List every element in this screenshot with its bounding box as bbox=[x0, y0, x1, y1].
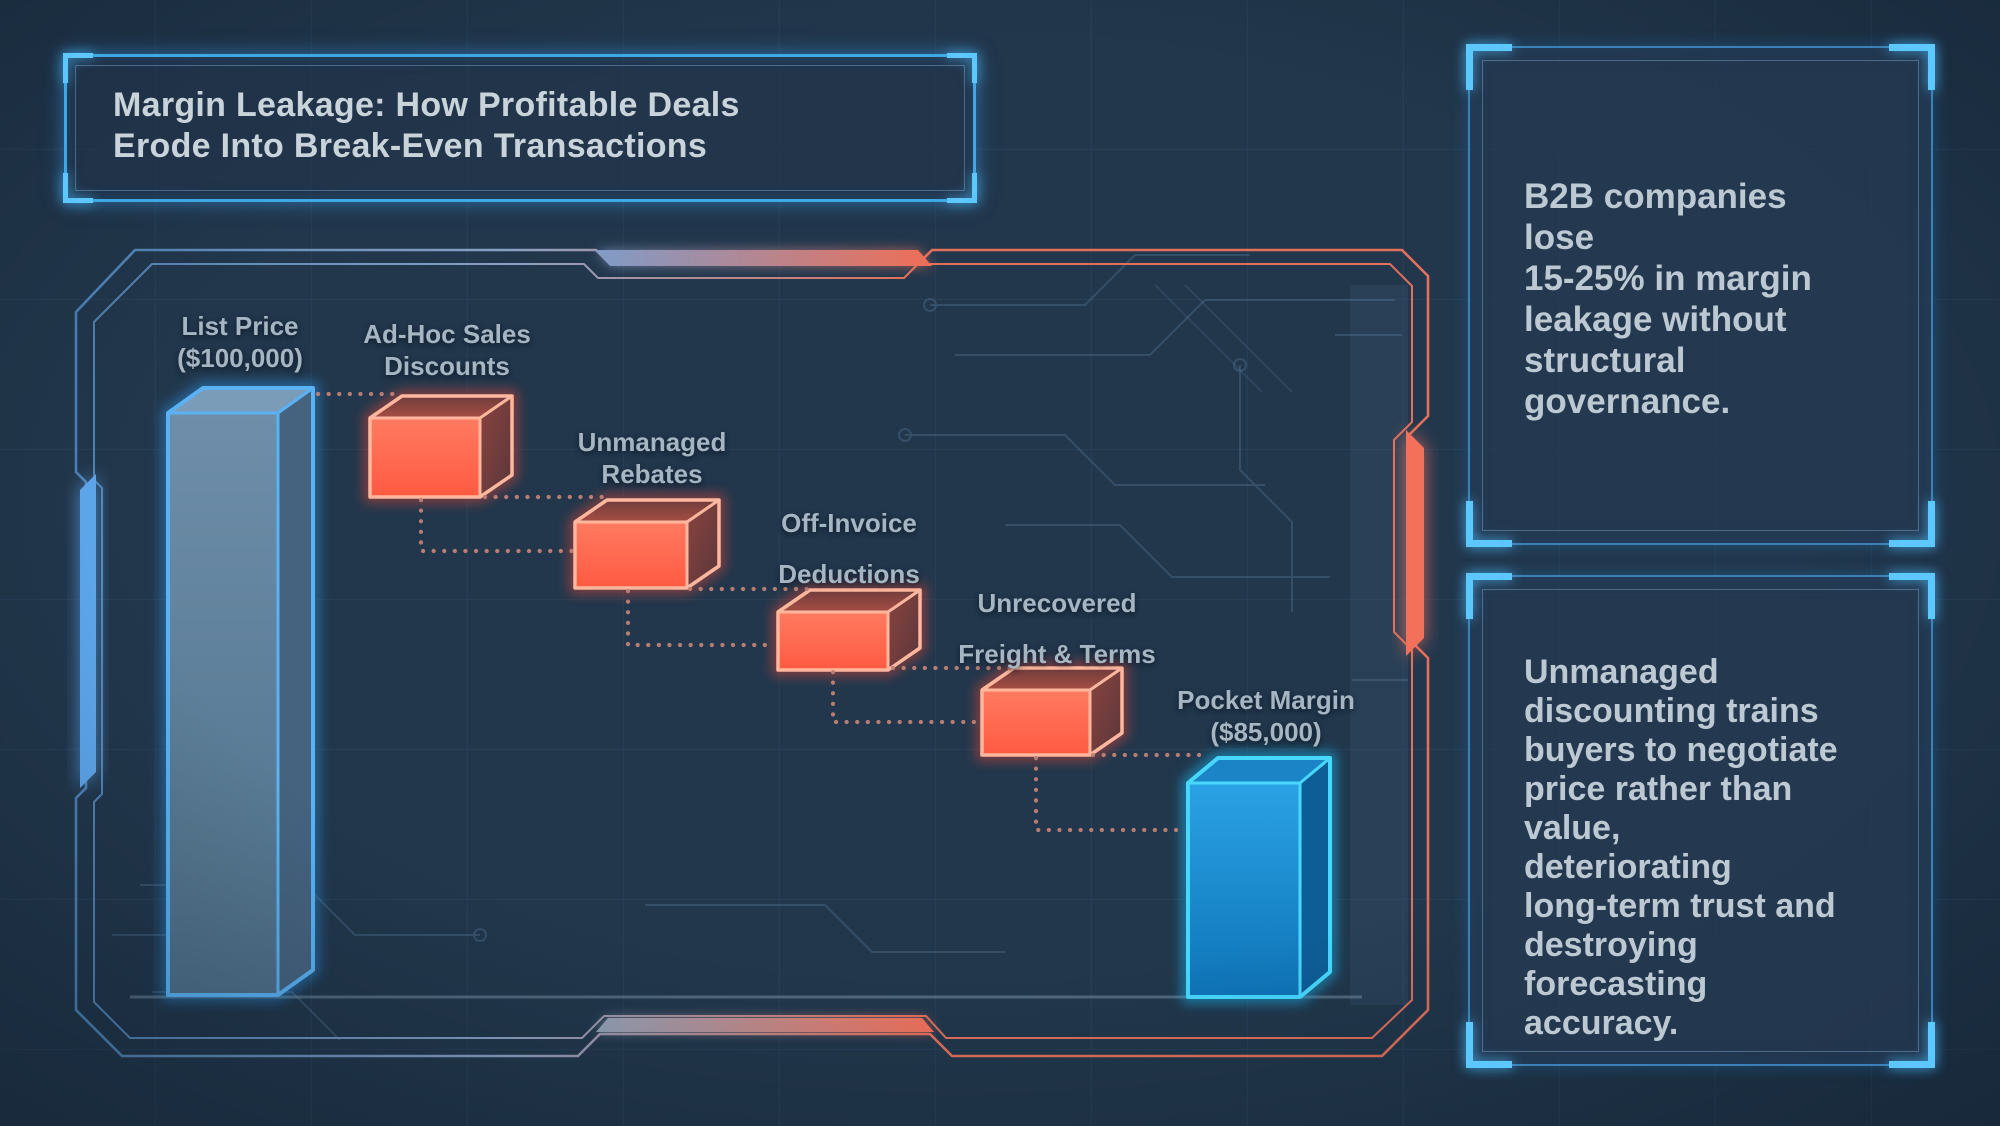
panel-line: discounting trains bbox=[1524, 692, 1819, 730]
panel-line: value, bbox=[1524, 809, 1621, 847]
label-line: Deductions bbox=[778, 558, 920, 589]
label-line: Unrecovered bbox=[977, 588, 1137, 618]
corner-bracket-icon bbox=[1466, 501, 1512, 547]
label-line: ($100,000) bbox=[177, 343, 303, 374]
label-line: ($85,000) bbox=[1210, 717, 1322, 748]
label-line: Rebates bbox=[601, 459, 703, 490]
panel-line: 15-25% in margin bbox=[1524, 259, 1812, 298]
panel-line: structural bbox=[1524, 341, 1686, 380]
corner-bracket-icon bbox=[1466, 573, 1512, 619]
label-list-price: List Price ($100,000) bbox=[177, 310, 303, 374]
panel-line: Unmanaged bbox=[1524, 653, 1719, 691]
label-line: Discounts bbox=[384, 351, 510, 382]
panel-line: buyers to negotiate bbox=[1524, 731, 1838, 769]
panel-line: lose bbox=[1524, 218, 1595, 257]
corner-bracket-icon bbox=[63, 173, 93, 203]
label-off-invoice: Off-Invoice Deductions bbox=[778, 498, 920, 599]
label-line: Off-Invoice bbox=[781, 508, 917, 538]
label-freight-terms: Unrecovered Freight & Terms bbox=[958, 578, 1155, 679]
label-line: Freight & Terms bbox=[958, 638, 1156, 669]
label-line: Unmanaged bbox=[577, 427, 727, 457]
stat-panel-text: B2B companies lose 15-25% in margin leak… bbox=[1524, 176, 1812, 422]
corner-bracket-icon bbox=[947, 173, 977, 203]
insight-panel: Unmanaged discounting trains buyers to n… bbox=[1466, 573, 1935, 1068]
title-box: Margin Leakage: How Profitable Deals Ero… bbox=[63, 53, 977, 203]
label-line: List Price bbox=[181, 311, 299, 341]
page-title-line-1: Margin Leakage: How Profitable Deals bbox=[113, 86, 740, 124]
panel-line: accuracy. bbox=[1524, 1004, 1679, 1042]
panel-line: governance. bbox=[1524, 382, 1731, 421]
panel-line: price rather than bbox=[1524, 770, 1793, 808]
label-line: Ad-Hoc Sales bbox=[363, 319, 531, 349]
panel-line: long-term trust and bbox=[1524, 887, 1836, 925]
panel-line: B2B companies bbox=[1524, 177, 1787, 216]
corner-bracket-icon bbox=[1466, 44, 1512, 90]
panel-line: deteriorating bbox=[1524, 848, 1732, 886]
corner-bracket-icon bbox=[1889, 44, 1935, 90]
corner-bracket-icon bbox=[63, 53, 93, 83]
panel-line: leakage without bbox=[1524, 300, 1787, 339]
label-adhoc-discounts: Ad-Hoc Sales Discounts bbox=[363, 318, 531, 382]
label-unmanaged-rebates: Unmanaged Rebates bbox=[578, 426, 727, 490]
panel-line: destroying bbox=[1524, 926, 1698, 964]
page-title-line-2: Erode Into Break-Even Transactions bbox=[113, 127, 708, 166]
corner-bracket-icon bbox=[947, 53, 977, 83]
corner-bracket-icon bbox=[1466, 1022, 1512, 1068]
corner-bracket-icon bbox=[1889, 573, 1935, 619]
page-title: Margin Leakage: How Profitable Deals Ero… bbox=[113, 85, 740, 168]
corner-bracket-icon bbox=[1889, 501, 1935, 547]
label-pocket-margin: Pocket Margin ($85,000) bbox=[1177, 684, 1355, 748]
stat-panel: B2B companies lose 15-25% in margin leak… bbox=[1466, 44, 1935, 547]
panel-line: forecasting bbox=[1524, 965, 1708, 1003]
insight-panel-text: Unmanaged discounting trains buyers to n… bbox=[1524, 653, 1838, 1043]
corner-bracket-icon bbox=[1889, 1022, 1935, 1068]
label-line: Pocket Margin bbox=[1177, 685, 1355, 715]
